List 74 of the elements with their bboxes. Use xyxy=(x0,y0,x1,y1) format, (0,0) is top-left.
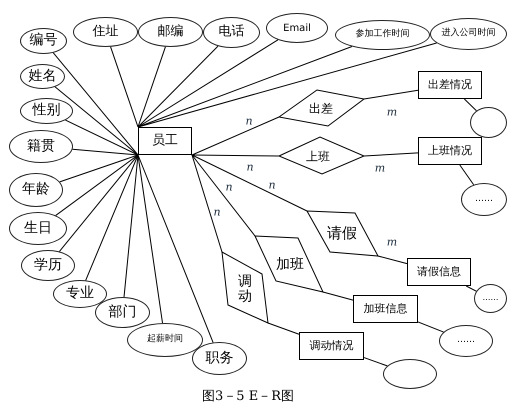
entity-box: 调动情况 xyxy=(299,332,364,360)
connector-line xyxy=(192,154,222,252)
attribute-ellipse: 部门 xyxy=(95,297,150,328)
attribute-ellipse: 专业 xyxy=(53,280,107,308)
connector-line xyxy=(138,42,438,128)
relationship-diamond: 上班 xyxy=(279,137,364,174)
attribute-ellipse: …… xyxy=(439,325,493,357)
attribute-ellipse: 姓名 xyxy=(20,64,65,89)
attribute-ellipse: 职务 xyxy=(192,342,247,375)
relationship-diamond: 加班 xyxy=(255,236,323,292)
attribute-ellipse: 年龄 xyxy=(9,173,63,207)
edge-label: m xyxy=(386,236,398,248)
connector-line xyxy=(64,120,138,156)
edge-label: m xyxy=(386,106,398,118)
edge-label: n xyxy=(245,162,255,172)
connector-line xyxy=(138,39,278,128)
entity-box: 加班信息 xyxy=(353,295,418,323)
connector-line xyxy=(459,164,474,186)
connector-line xyxy=(138,46,352,128)
attribute-ellipse: 性别 xyxy=(20,98,73,124)
attribute-ellipse: 电话 xyxy=(203,17,260,48)
entity-box: 员工 xyxy=(138,127,192,155)
connector-line xyxy=(192,154,308,212)
attribute-ellipse xyxy=(383,359,437,389)
attribute-ellipse: 进入公司时间 xyxy=(430,18,507,50)
connector-line xyxy=(138,154,214,343)
connector-line xyxy=(138,46,166,128)
connector-line xyxy=(464,98,477,112)
attribute-ellipse: 生日 xyxy=(9,212,67,245)
connector-line xyxy=(466,286,477,292)
connector-line xyxy=(364,90,418,100)
connector-line xyxy=(192,116,280,156)
attribute-ellipse: …… xyxy=(461,183,507,216)
attribute-ellipse xyxy=(470,107,507,138)
connector-line xyxy=(364,357,388,366)
attribute-ellipse: 籍贯 xyxy=(9,130,73,163)
edge-label: m xyxy=(374,162,386,174)
connector-line xyxy=(54,86,138,156)
edge-label: n xyxy=(224,182,234,192)
caption: 图3－5 E－R图 xyxy=(202,389,294,405)
connector-line xyxy=(55,154,138,216)
connector-line xyxy=(124,154,138,298)
connector-line xyxy=(110,46,138,128)
connector-line xyxy=(58,154,138,252)
attribute-ellipse: 参加工作时间 xyxy=(335,20,430,50)
entity-box: 出差情况 xyxy=(418,71,482,99)
attribute-ellipse: 住址 xyxy=(73,17,138,47)
attribute-ellipse: 学历 xyxy=(21,250,75,281)
relationship-diamond: 请假 xyxy=(307,211,378,256)
edge-label: n xyxy=(244,116,254,126)
connector-line xyxy=(85,154,138,281)
connector-line xyxy=(52,52,138,156)
connector-line xyxy=(378,256,408,264)
attribute-ellipse: …… xyxy=(474,284,507,313)
connector-line xyxy=(418,321,444,333)
relationship-diamond: 调动 xyxy=(222,252,268,323)
edge-label: n xyxy=(212,206,222,218)
attribute-ellipse: 编号 xyxy=(20,28,67,54)
entity-box: 上班情况 xyxy=(418,137,482,165)
connector-line xyxy=(72,148,138,156)
connector-line xyxy=(138,46,218,128)
relationship-diamond: 出差 xyxy=(279,90,364,126)
connector-line xyxy=(268,322,300,335)
connector-line xyxy=(192,154,280,156)
attribute-ellipse: 起薪时间 xyxy=(127,323,203,357)
connector-line xyxy=(364,152,418,156)
attribute-ellipse: 邮编 xyxy=(138,17,203,47)
connector-line xyxy=(192,154,256,236)
connector-line xyxy=(59,154,138,182)
connector-line xyxy=(138,154,164,324)
connector-line xyxy=(322,292,354,301)
edge-label: n xyxy=(267,180,277,190)
attribute-ellipse: Email xyxy=(266,13,328,43)
entity-box: 请假信息 xyxy=(407,258,471,286)
